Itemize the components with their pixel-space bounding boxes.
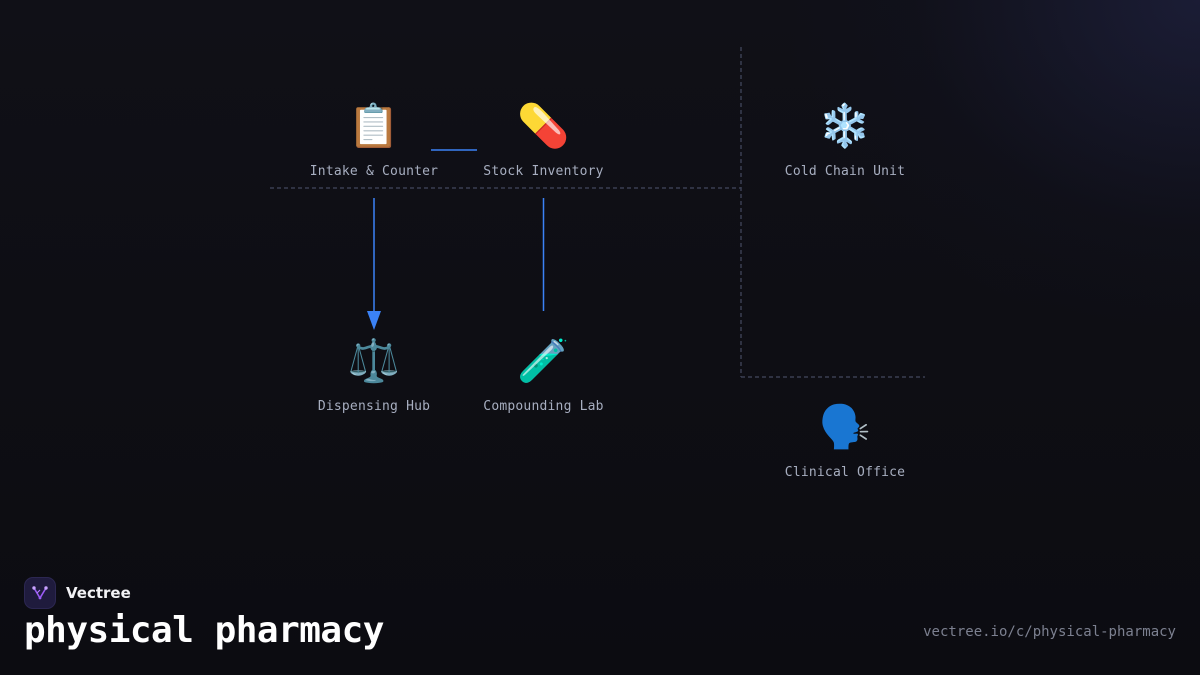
node-cold-chain-unit[interactable]: ❄️ Cold Chain Unit	[755, 100, 935, 179]
vectree-logo-icon	[24, 577, 56, 609]
clipboard-icon: 📋	[347, 101, 401, 150]
node-clinical-office[interactable]: 🗣️ Clinical Office	[755, 401, 935, 480]
node-label: Intake & Counter	[309, 164, 439, 179]
node-compounding-lab[interactable]: 🧪 Compounding Lab	[454, 335, 634, 414]
pill-icon: 💊	[517, 101, 570, 150]
arrowhead-dispensing	[367, 311, 381, 330]
test-tube-icon: 🧪	[517, 336, 570, 385]
speaking-head-icon: 🗣️	[818, 402, 872, 451]
node-label: Stock Inventory	[483, 164, 604, 179]
node-label: Clinical Office	[784, 465, 906, 480]
brand[interactable]: Vectree	[24, 577, 131, 609]
node-label: Cold Chain Unit	[784, 164, 906, 179]
node-label: Dispensing Hub	[317, 399, 431, 414]
node-dispensing-hub[interactable]: ⚖️ Dispensing Hub	[284, 335, 464, 414]
page-title: physical pharmacy	[24, 610, 384, 651]
snowflake-icon: ❄️	[818, 101, 872, 150]
page-url[interactable]: vectree.io/c/physical-pharmacy	[923, 624, 1176, 640]
balance-scale-icon: ⚖️	[347, 336, 401, 385]
node-intake-counter[interactable]: 📋 Intake & Counter	[284, 100, 464, 179]
node-label: Compounding Lab	[483, 399, 604, 414]
brand-name: Vectree	[66, 584, 131, 602]
node-stock-inventory[interactable]: 💊 Stock Inventory	[454, 100, 634, 179]
